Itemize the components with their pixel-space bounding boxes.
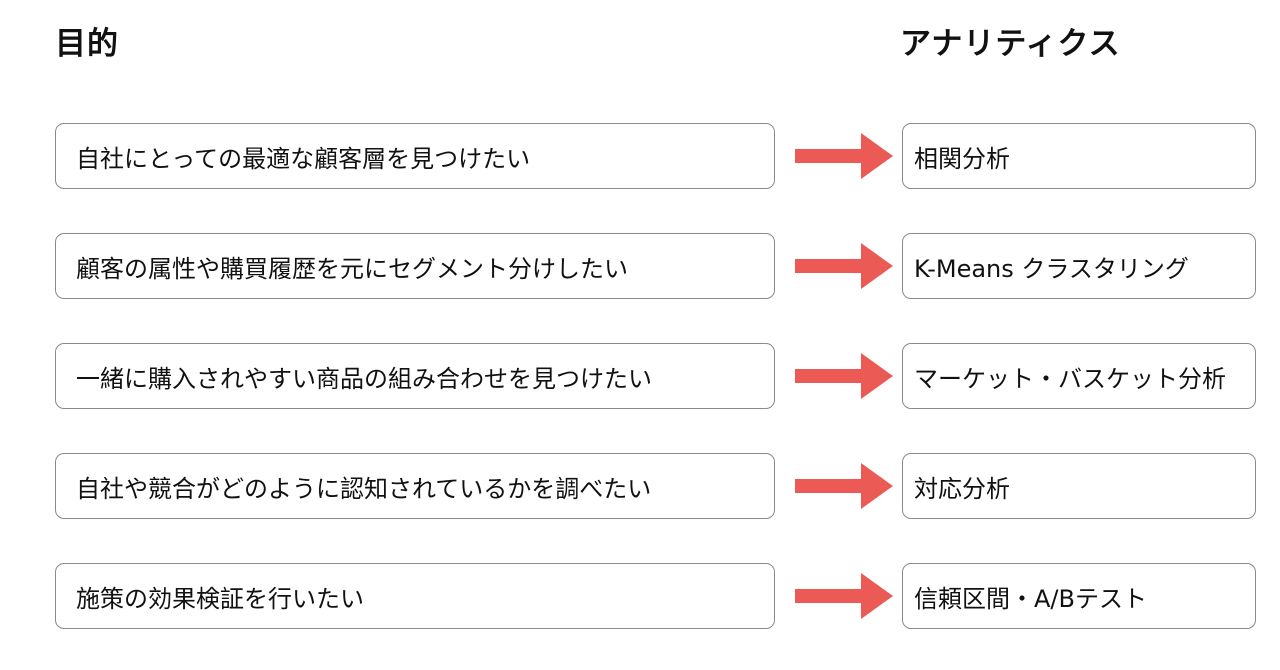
- goal-column-heading: 目的: [55, 26, 119, 62]
- right-arrow-icon: [795, 243, 893, 289]
- method-box-3: マーケット・バスケット分析: [902, 343, 1256, 409]
- method-text-2: K-Means クラスタリング: [914, 254, 1189, 283]
- method-box-4: 対応分析: [902, 453, 1256, 519]
- method-text-3: マーケット・バスケット分析: [914, 364, 1226, 393]
- method-box-1: 相関分析: [902, 123, 1256, 189]
- goal-text-1: 自社にとっての最適な顧客層を見つけたい: [76, 144, 531, 173]
- method-text-4: 対応分析: [914, 474, 1010, 503]
- goal-box-5: 施策の効果検証を行いたい: [55, 563, 775, 629]
- goal-box-1: 自社にとっての最適な顧客層を見つけたい: [55, 123, 775, 189]
- analytics-column-heading: アナリティクス: [900, 26, 1121, 62]
- right-arrow-icon: [795, 133, 893, 179]
- method-box-2: K-Means クラスタリング: [902, 233, 1256, 299]
- goal-box-3: 一緒に購入されやすい商品の組み合わせを見つけたい: [55, 343, 775, 409]
- method-text-5: 信頼区間・A/Bテスト: [914, 584, 1147, 613]
- mapping-row-2: 顧客の属性や購買履歴を元にセグメント分けしたい K-Means クラスタリング: [0, 233, 1280, 301]
- right-arrow-icon: [795, 573, 893, 619]
- goal-box-2: 顧客の属性や購買履歴を元にセグメント分けしたい: [55, 233, 775, 299]
- goal-text-5: 施策の効果検証を行いたい: [76, 584, 364, 613]
- goal-text-2: 顧客の属性や購買履歴を元にセグメント分けしたい: [76, 254, 628, 283]
- method-text-1: 相関分析: [914, 144, 1010, 173]
- goal-text-3: 一緒に購入されやすい商品の組み合わせを見つけたい: [76, 364, 652, 393]
- goal-text-4: 自社や競合がどのように認知されているかを調べたい: [76, 474, 652, 503]
- mapping-row-1: 自社にとっての最適な顧客層を見つけたい 相関分析: [0, 123, 1280, 191]
- mapping-row-5: 施策の効果検証を行いたい 信頼区間・A/Bテスト: [0, 563, 1280, 631]
- mapping-row-4: 自社や競合がどのように認知されているかを調べたい 対応分析: [0, 453, 1280, 521]
- mapping-row-3: 一緒に購入されやすい商品の組み合わせを見つけたい マーケット・バスケット分析: [0, 343, 1280, 411]
- right-arrow-icon: [795, 353, 893, 399]
- goal-box-4: 自社や競合がどのように認知されているかを調べたい: [55, 453, 775, 519]
- method-box-5: 信頼区間・A/Bテスト: [902, 563, 1256, 629]
- right-arrow-icon: [795, 463, 893, 509]
